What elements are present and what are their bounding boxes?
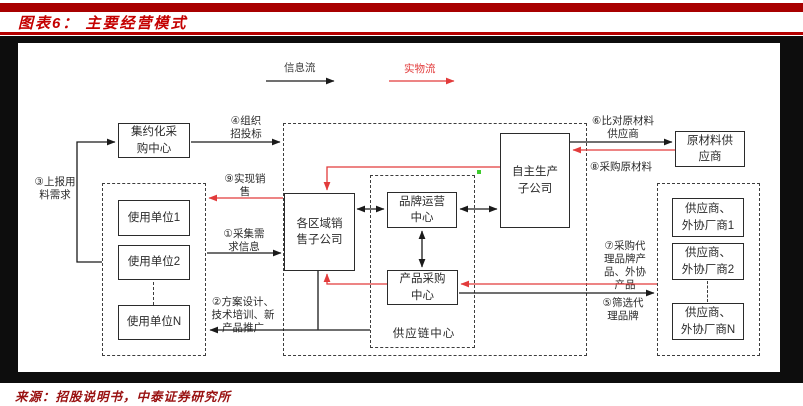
source-note: 来源：招股说明书，中泰证券研究所 — [15, 390, 232, 404]
user-units-ellipsis-connector — [153, 282, 154, 305]
box-supplier-2: 供应商、 外协厂商2 — [672, 243, 744, 280]
box-brand-operation-center: 品牌运营 中心 — [387, 192, 457, 228]
annotation-3-report-material-demand: ③上报用 料需求 — [34, 176, 76, 202]
artifact-green-dot — [477, 170, 481, 174]
annotation-4-organize-bidding: ④组织 招投标 — [230, 115, 262, 141]
box-self-production-subsidiary: 自主生产 子公司 — [500, 133, 570, 228]
annotation-7-purchase-agency-products: ⑦采购代 理品牌产 品、外协 产品 — [604, 240, 646, 292]
annotation-6-compare-raw-material-suppliers: ⑥比对原材料 供应商 — [592, 115, 654, 141]
annotation-2-design-training-promotion: ②方案设计、 技术培训、新 产品推广 — [211, 296, 275, 335]
annotation-9-realize-sales: ⑨实现销 售 — [224, 173, 266, 199]
group-suppliers — [657, 183, 760, 356]
box-product-procurement-center: 产品采购 中心 — [387, 270, 458, 305]
legend-info-flow-label: 信息流 — [284, 62, 316, 74]
group-company — [283, 123, 587, 356]
suppliers-ellipsis-connector — [707, 281, 708, 302]
right-frame-bar — [780, 43, 803, 373]
box-supplier-n: 供应商、 外协厂商N — [672, 303, 744, 340]
top-red-bar — [0, 3, 803, 12]
legend-physical-flow-label: 实物流 — [404, 63, 436, 75]
annotation-8-purchase-raw-materials: ⑧采购原材料 — [590, 161, 652, 173]
annotation-5-screen-agency-brands: ⑤筛选代 理品牌 — [602, 297, 644, 323]
header-divider-line — [0, 32, 803, 35]
supply-chain-center-label: 供应链中心 — [392, 328, 456, 340]
box-user-unit-2: 使用单位2 — [118, 245, 190, 280]
annotation-1-collect-demand: ①采集需 求信息 — [223, 228, 265, 254]
box-regional-sales-subsidiary: 各区域销 售子公司 — [284, 193, 355, 271]
box-supplier-1: 供应商、 外协厂商1 — [672, 198, 744, 237]
box-central-procurement-center: 集约化采 购中心 — [118, 123, 190, 158]
figure-title: 图表6： 主要经营模式 — [18, 15, 188, 32]
box-raw-material-supplier: 原材料供 应商 — [675, 131, 745, 167]
box-user-unit-1: 使用单位1 — [118, 200, 190, 236]
bottom-frame-bar — [0, 372, 803, 383]
left-frame-bar — [0, 43, 18, 373]
box-user-unit-n: 使用单位N — [118, 305, 190, 340]
group-user-units — [102, 183, 206, 356]
header-black-band — [0, 36, 803, 43]
